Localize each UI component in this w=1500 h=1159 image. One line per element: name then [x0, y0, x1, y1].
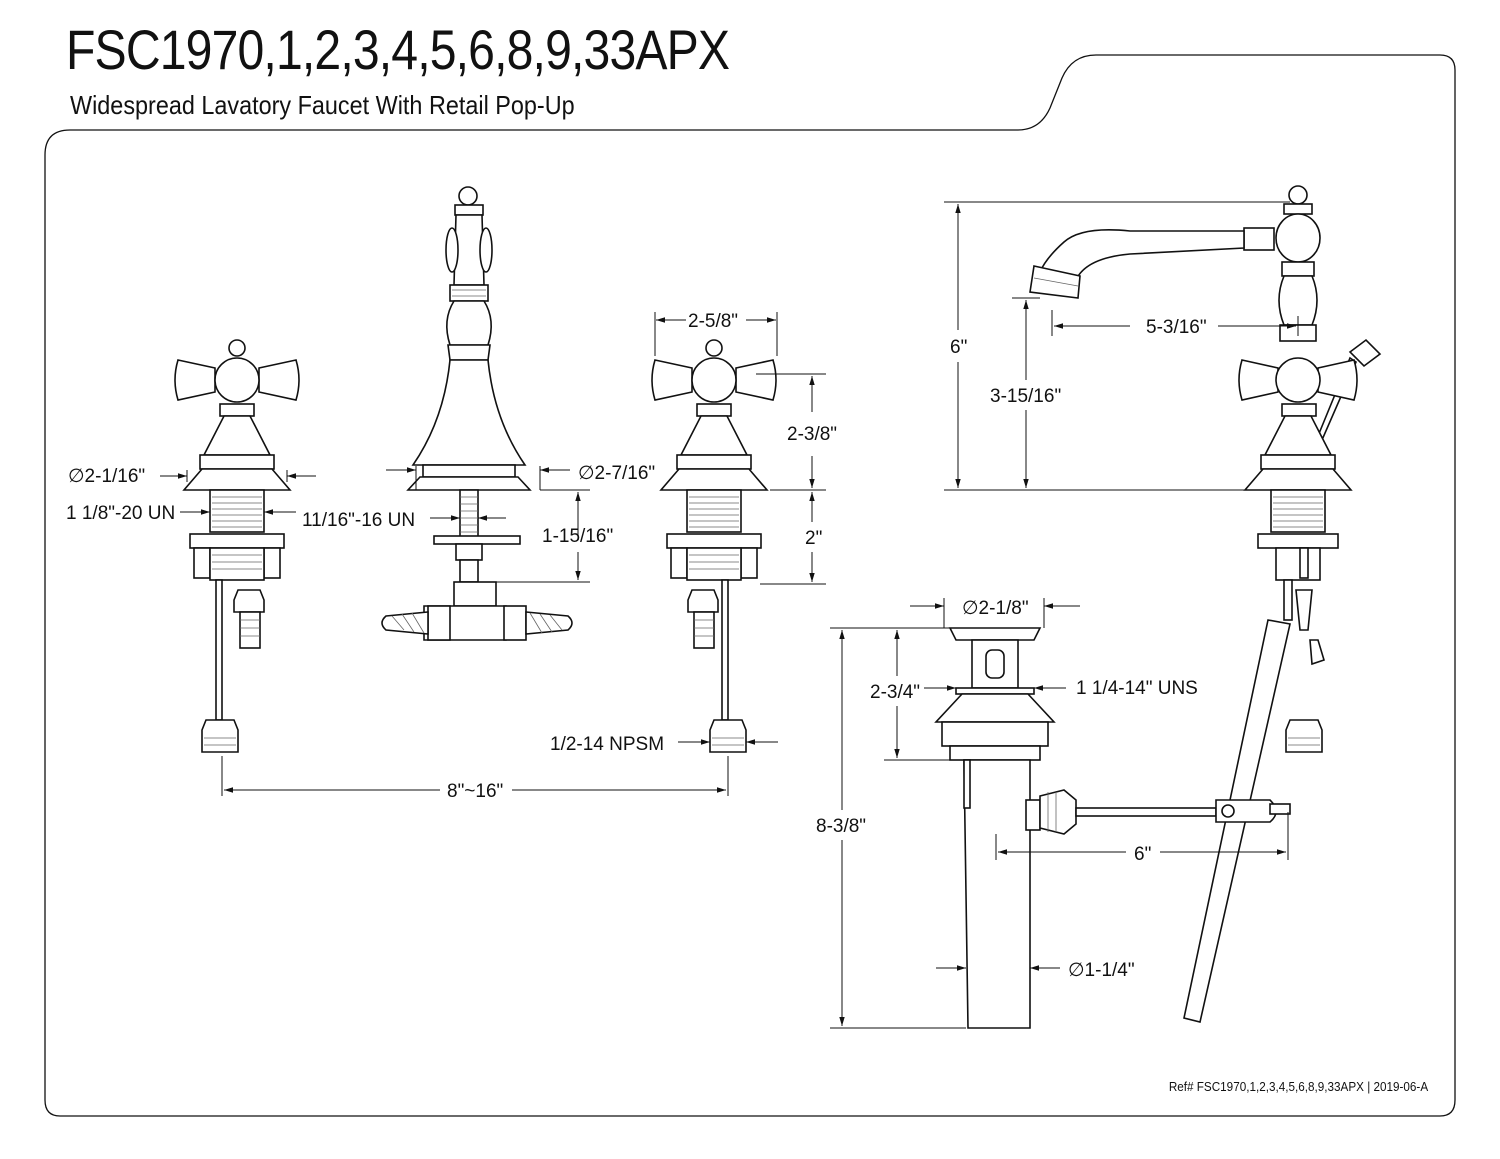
- dim-handle-height: 2-3/8": [787, 424, 837, 445]
- dim-overall-height: 6": [950, 337, 967, 358]
- faucet-side-view: [1029, 185, 1382, 1023]
- dim-supply-thread: 1/2-14 NPSM: [550, 734, 664, 755]
- dim-handle-thread: 1 1/8"-20 UN: [66, 503, 175, 524]
- dim-drain-length: 8-3/8": [816, 816, 866, 837]
- dim-drain-flange-height: 2-3/4": [870, 682, 920, 703]
- drawing-frame: [44, 54, 1456, 1117]
- popup-drain: [934, 627, 1291, 1029]
- dim-shank-length: 1-15/16": [542, 526, 613, 547]
- dimension-lines: [160, 201, 1299, 1029]
- dim-handle-width: 2-5/8": [688, 311, 738, 332]
- right-handle-valve: [651, 339, 777, 753]
- model-number-title: FSC1970,1,2,3,4,5,6,8,9,33APX: [66, 18, 730, 81]
- dim-tail-diameter: ∅1-1/4": [1068, 960, 1135, 981]
- dim-drain-thread: 1 1/4-14" UNS: [1076, 678, 1198, 699]
- dim-spout-clearance: 3-15/16": [990, 386, 1061, 407]
- dim-drain-flange-diameter: ∅2-1/8": [962, 598, 1029, 619]
- reference-footer: Ref# FSC1970,1,2,3,4,5,6,8,9,33APX | 201…: [1168, 1079, 1428, 1094]
- center-spout-front: [381, 186, 573, 641]
- dim-spread: 8"~16": [447, 781, 503, 802]
- dim-rod-length: 6": [1134, 844, 1151, 865]
- dim-spout-reach: 5-3/16": [1146, 317, 1207, 338]
- product-subtitle: Widespread Lavatory Faucet With Retail P…: [70, 90, 575, 120]
- dim-handle-shank: 2": [805, 528, 822, 549]
- dim-spout-base-diameter: ∅2-7/16": [578, 463, 655, 484]
- left-handle-valve: [174, 339, 300, 753]
- dim-handle-diameter: ∅2-1/16": [68, 466, 145, 487]
- dim-spout-thread: 11/16"-16 UN: [302, 510, 415, 531]
